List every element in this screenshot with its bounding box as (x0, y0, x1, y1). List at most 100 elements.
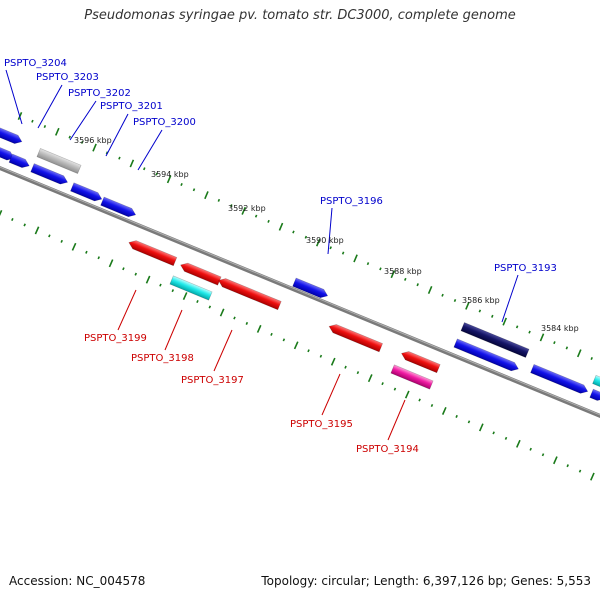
outer-tick (390, 270, 396, 279)
outer-tick (31, 119, 34, 123)
outer-tick (68, 135, 71, 139)
outer-tick (329, 246, 332, 250)
inner-tick (219, 308, 225, 317)
gene-label-pspto-3202[interactable]: PSPTO_3202 (68, 88, 131, 99)
gene-label-pspto-3199[interactable]: PSPTO_3199 (84, 333, 147, 344)
gene-label-pspto-3193[interactable]: PSPTO_3193 (494, 263, 557, 274)
inner-tick (134, 272, 138, 276)
gene-label-pspto-3204[interactable]: PSPTO_3204 (4, 58, 67, 69)
gene-label-pspto-3195[interactable]: PSPTO_3195 (290, 419, 353, 430)
inner-tick (159, 283, 162, 287)
outer-tick (404, 277, 407, 281)
leader-pspto-3195 (321, 373, 341, 416)
outer-tick (217, 198, 221, 202)
inner-tick (541, 453, 545, 457)
gene-forward[interactable] (530, 363, 590, 395)
inner-tick (467, 420, 471, 424)
inner-tick (553, 456, 558, 465)
gene-label-pspto-3198[interactable]: PSPTO_3198 (131, 353, 194, 364)
gene-label-pspto-3194[interactable]: PSPTO_3194 (356, 444, 419, 455)
outer-tick (254, 214, 258, 218)
outer-tick (43, 125, 47, 129)
inner-tick (0, 210, 3, 216)
outer-tick (304, 235, 308, 239)
inner-tick (208, 305, 212, 309)
gene-pspto-3201[interactable] (70, 182, 103, 204)
scale-label: 3594 kbp (151, 170, 189, 179)
inner-tick (356, 371, 360, 375)
inner-tick (145, 275, 151, 284)
gene-forward[interactable] (592, 374, 600, 388)
leader-pspto-3196 (327, 207, 333, 255)
outer-tick (539, 333, 545, 342)
gene-labels: PSPTO_3204 PSPTO_3203 PSPTO_3202 PSPTO_3… (4, 58, 557, 455)
leader-pspto-3193 (501, 274, 519, 323)
gene-pspto-3197[interactable] (217, 276, 282, 311)
inner-tick (233, 316, 236, 320)
outer-tick (427, 285, 433, 294)
inner-tick (171, 289, 175, 293)
gene-label-pspto-3197[interactable]: PSPTO_3197 (181, 375, 244, 386)
label-leader-lines (5, 69, 519, 441)
outer-tick (118, 156, 121, 160)
inner-tick (307, 349, 310, 353)
outer-tick (278, 222, 284, 231)
scale-labels: 3596 kbp 3594 kbp 3592 kbp 3590 kbp 3588… (74, 136, 579, 333)
outer-tick (166, 175, 172, 184)
gene-pspto-3193[interactable] (460, 322, 530, 358)
outer-tick (143, 167, 146, 171)
inner-tick (85, 250, 88, 254)
gene-forward[interactable] (8, 153, 31, 170)
gene-pspto-3199[interactable] (127, 238, 178, 267)
leader-pspto-3198 (164, 309, 183, 351)
outer-tick (54, 127, 60, 136)
gene-pspto-3202[interactable] (30, 163, 70, 187)
outer-tick (465, 301, 470, 310)
gene-label-pspto-3200[interactable]: PSPTO_3200 (133, 117, 196, 128)
gene-pspto-3194[interactable] (390, 364, 434, 390)
gene-pspto-3200[interactable] (100, 196, 138, 219)
gene-forward[interactable] (453, 338, 520, 373)
inner-tick (48, 234, 51, 238)
outer-tick (502, 317, 508, 326)
map-title: Pseudomonas syringae pv. tomato str. DC3… (84, 8, 516, 23)
gene-pspto-3195[interactable] (327, 322, 383, 353)
leader-pspto-3197 (213, 329, 233, 372)
inner-tick (430, 403, 434, 408)
leader-pspto-3202 (69, 100, 97, 141)
gene-pspto-3198[interactable] (169, 275, 213, 301)
outer-tick (441, 293, 444, 297)
outer-tick (80, 140, 84, 144)
inner-tick (404, 390, 410, 399)
scale-label: 3596 kbp (74, 136, 112, 145)
inner-tick (578, 469, 582, 473)
gene-label-pspto-3203[interactable]: PSPTO_3203 (36, 72, 99, 83)
gene-label-pspto-3201[interactable]: PSPTO_3201 (100, 101, 163, 112)
gene-forward[interactable] (589, 388, 600, 403)
outer-tick (241, 206, 247, 215)
outer-tick (155, 172, 158, 176)
tick-marks (0, 112, 595, 481)
inner-tick (590, 472, 595, 481)
inner-tick (330, 357, 336, 366)
gene-pspto-3203[interactable] (36, 148, 82, 174)
inner-tick (60, 239, 63, 243)
gene-reverse[interactable] (400, 349, 441, 374)
outer-tick (353, 254, 358, 263)
gene-pspto-3204[interactable] (0, 125, 24, 146)
genome-backbone (0, 165, 600, 419)
outer-tick (180, 183, 183, 187)
outer-tick (491, 314, 494, 318)
inner-tick (256, 324, 262, 333)
inner-tick (122, 267, 125, 271)
outer-tick (192, 188, 196, 192)
inner-tick (97, 256, 100, 260)
gene-label-pspto-3196[interactable]: PSPTO_3196 (320, 196, 383, 207)
outer-tick (292, 230, 295, 234)
outer-tick (590, 356, 593, 360)
outer-tick (416, 283, 419, 287)
gene-pspto-3196[interactable] (292, 277, 330, 300)
gene-reverse[interactable] (179, 261, 222, 286)
outer-tick (267, 219, 270, 223)
